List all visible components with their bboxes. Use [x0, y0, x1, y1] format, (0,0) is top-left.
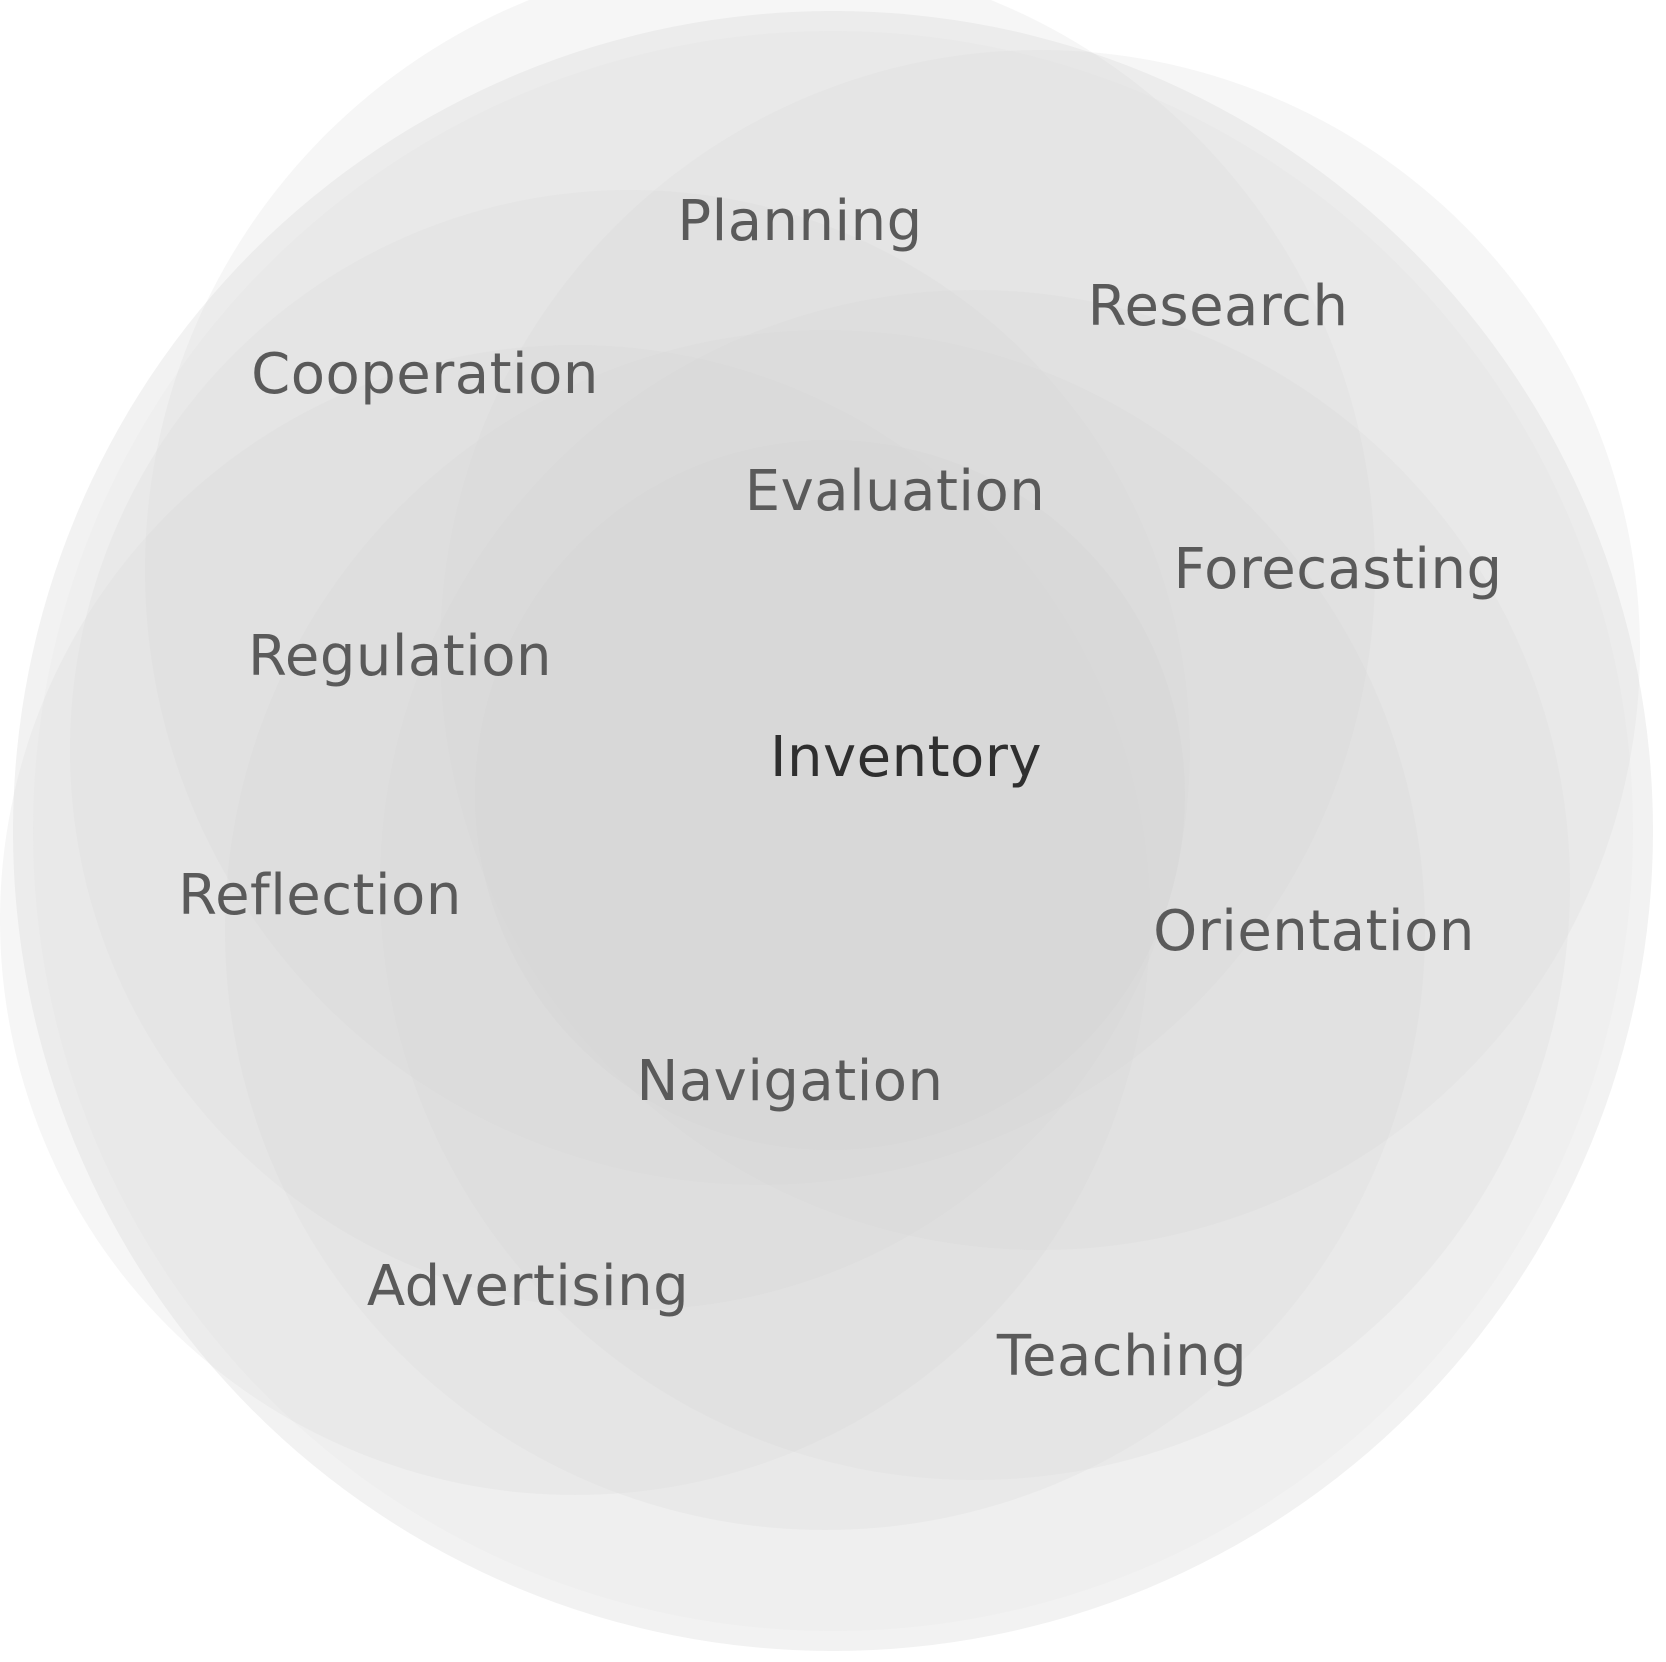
label-inventory-center: Inventory — [770, 725, 1042, 790]
petal-circle-left — [70, 190, 1190, 1310]
inner-circle — [475, 440, 1185, 1150]
label-evaluation: Evaluation — [744, 459, 1046, 524]
petal-circle-bottom-left — [0, 345, 1150, 1495]
petal-circle-bottom — [225, 330, 1425, 1530]
petal-circle-top — [145, 0, 1375, 1185]
label-orientation: Orientation — [1153, 899, 1475, 964]
label-research: Research — [1087, 274, 1349, 339]
label-cooperation: Cooperation — [251, 342, 599, 407]
label-reflection: Reflection — [178, 863, 462, 928]
label-navigation: Navigation — [636, 1049, 944, 1114]
label-planning: Planning — [677, 189, 923, 254]
label-regulation: Regulation — [247, 624, 553, 689]
outer-circle-inner — [33, 31, 1633, 1631]
label-advertising: Advertising — [366, 1254, 690, 1319]
label-teaching: Teaching — [996, 1324, 1248, 1389]
petal-circle-right — [440, 50, 1640, 1250]
petal-circle-bottom-right — [380, 290, 1570, 1480]
label-forecasting: Forecasting — [1173, 537, 1503, 602]
